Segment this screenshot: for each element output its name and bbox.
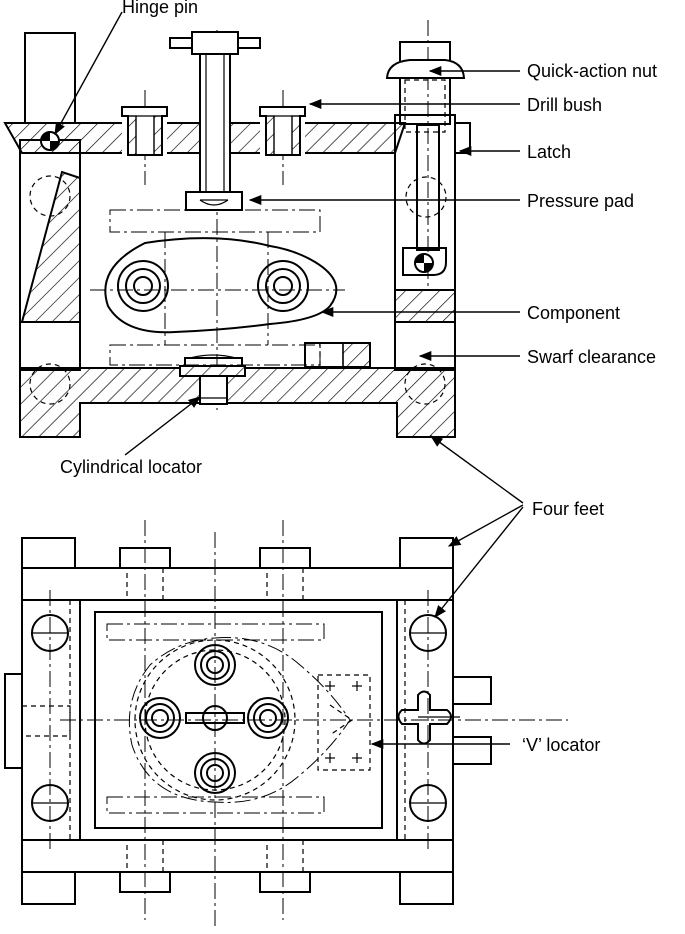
plan-bush-left xyxy=(139,697,181,739)
label-cylindrical-locator: Cylindrical locator xyxy=(60,457,202,477)
plan-bush-bottom xyxy=(194,752,236,794)
label-v-locator: ‘V’ locator xyxy=(522,735,600,755)
label-drill-bush: Drill bush xyxy=(527,95,602,115)
leader-lines xyxy=(54,11,524,750)
latch-pin-symbol xyxy=(414,253,434,273)
component-outline xyxy=(104,237,338,334)
drill-bush-left xyxy=(121,106,168,156)
labels: Hinge pin Quick-action nut Drill bush La… xyxy=(60,0,657,755)
label-four-feet: Four feet xyxy=(532,499,604,519)
label-pressure-pad: Pressure pad xyxy=(527,191,634,211)
hinge-post xyxy=(24,32,76,124)
cylindrical-locator xyxy=(179,365,246,377)
foot-br xyxy=(399,871,454,905)
plan-bush-top xyxy=(194,644,236,686)
corner-hole-tl xyxy=(31,614,69,652)
label-quick-action-nut: Quick-action nut xyxy=(527,61,657,81)
corner-hole-bl xyxy=(31,784,69,822)
foot-tr xyxy=(399,537,454,569)
plan-view xyxy=(4,520,568,930)
front-elevation xyxy=(3,20,471,438)
left-rib xyxy=(20,170,81,323)
pressure-pad xyxy=(185,191,243,211)
label-swarf-clearance: Swarf clearance xyxy=(527,347,656,367)
label-latch: Latch xyxy=(527,142,571,162)
label-component: Component xyxy=(527,303,620,323)
corner-hole-tr xyxy=(409,614,447,652)
foot-tl xyxy=(21,537,76,569)
corner-hole-br xyxy=(409,784,447,822)
latch-column xyxy=(385,41,471,371)
clamp-screw xyxy=(169,31,261,193)
drill-bush-right xyxy=(259,106,306,156)
plan-bush-right xyxy=(247,697,289,739)
base-plate xyxy=(19,367,456,438)
hinge-pin-symbol xyxy=(40,131,60,151)
v-locator xyxy=(317,674,460,771)
foot-bl xyxy=(21,871,76,905)
label-hinge-pin: Hinge pin xyxy=(122,0,198,17)
